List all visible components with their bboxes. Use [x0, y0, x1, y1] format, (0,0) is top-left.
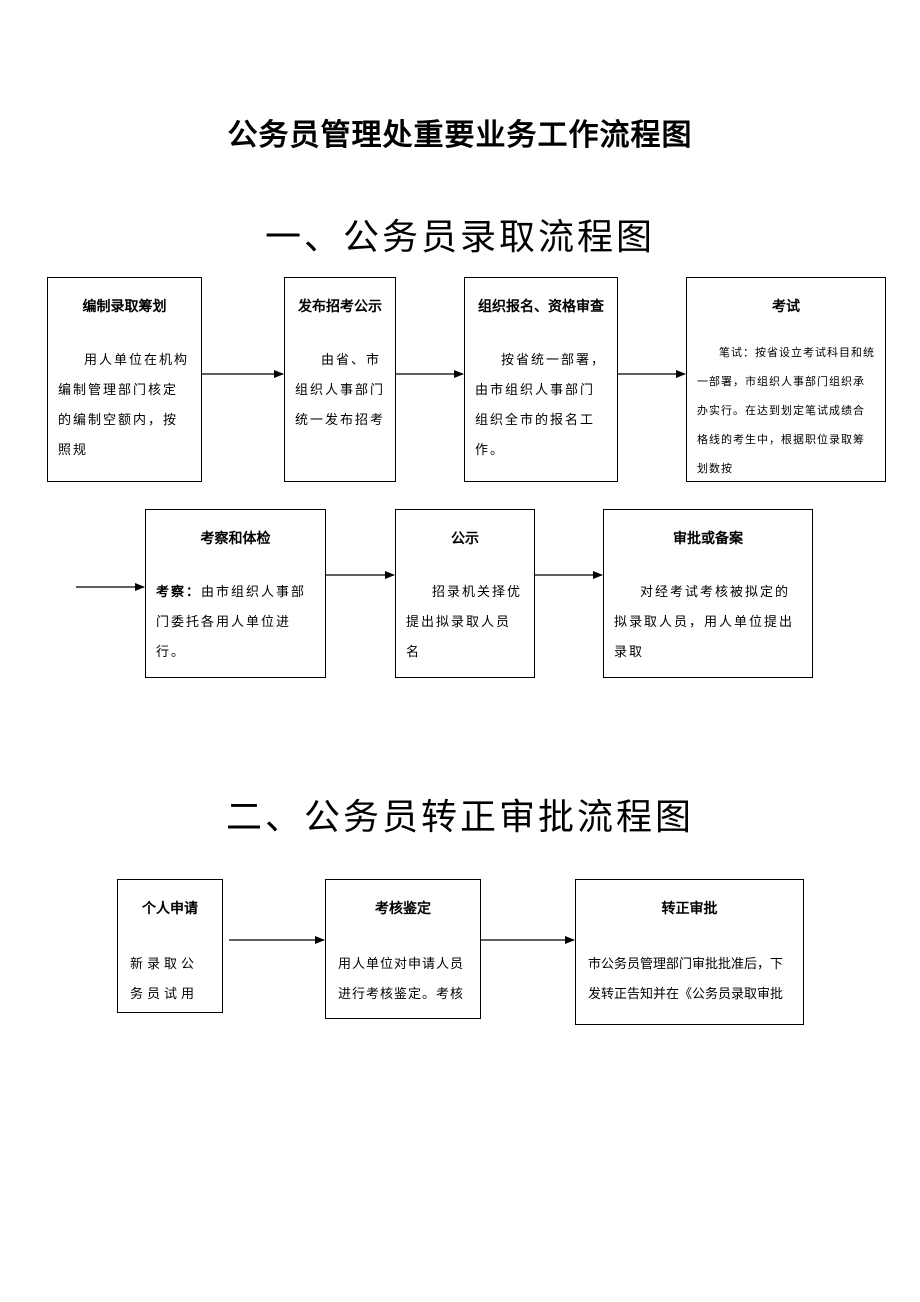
step-assessment: 考核鉴定 用人单位对申请人员进行考核鉴定。考核 — [325, 879, 481, 1019]
step-title: 考察和体检 — [200, 531, 271, 547]
step-text: 市公务员管理部门审批批准后，下发转正告知并在《公务员录取审批 — [588, 957, 784, 1002]
step-personal-application: 个人申请 新录取公务员试用期满 — [117, 879, 223, 1013]
page-title: 公务员管理处重要业务工作流程图 — [227, 118, 693, 153]
step-text: 用人单位对申请人员进行考核鉴定。考核 — [338, 957, 465, 1002]
step-regularization-approval: 转正审批 市公务员管理部门审批批准后，下发转正告知并在《公务员录取审批 — [575, 879, 804, 1025]
step-compile-plan: 编制录取筹划 用人单位在机构编制管理部门核定的编制空额内，按照规 — [47, 277, 202, 482]
step-label: 考察： — [156, 585, 202, 600]
step-title: 个人申请 — [142, 901, 198, 917]
step-title: 转正审批 — [661, 901, 718, 917]
step-publicity: 公示 招录机关择优提出拟录取人员名 — [395, 509, 535, 678]
step-text: 用人单位在机构编制管理部门核定的编制空额内，按照规 — [58, 353, 190, 458]
step-text: 由省、市组织人事部门统一发布招考 — [295, 353, 386, 428]
step-title: 考核鉴定 — [375, 901, 431, 917]
step-inspection-exam: 考察和体检 考察：由市组织人事部门委托各用人单位进行。 — [145, 509, 326, 678]
section-2-title: 二、公务员转正审批流程图 — [225, 797, 694, 838]
step-registration-review: 组织报名、资格审查 按省统一部署，由市组织人事部门组织全市的报名工作。 — [464, 277, 618, 482]
step-title: 组织报名、资格审查 — [478, 299, 604, 315]
section-1-title: 一、公务员录取流程图 — [264, 217, 655, 258]
step-text: 新录取公务员试用期满 — [130, 957, 199, 1002]
step-text: 对经考试考核被拟定的拟录取人员，用人单位提出录取 — [614, 585, 795, 660]
step-text: 考察：由市组织人事部门委托各用人单位进行。 — [156, 578, 315, 668]
step-body: 由市组织人事部门委托各用人单位进行。 — [156, 585, 307, 660]
step-title: 考试 — [772, 299, 800, 315]
step-title: 公示 — [451, 531, 479, 547]
step-approval-filing: 审批或备案 对经考试考核被拟定的拟录取人员，用人单位提出录取 — [603, 509, 813, 678]
step-publish-notice: 发布招考公示 由省、市组织人事部门统一发布招考 — [284, 277, 396, 482]
step-text: 招录机关择优提出拟录取人员名 — [406, 585, 523, 660]
step-title: 审批或备案 — [673, 531, 743, 547]
step-text: 按省统一部署，由市组织人事部门组织全市的报名工作。 — [475, 353, 607, 458]
step-text: 笔试：按省设立考试科目和统一部署，市组织人事部门组织承办实行。在达到划定笔试成绩… — [697, 346, 875, 475]
step-title: 发布招考公示 — [298, 299, 382, 315]
step-exam: 考试 笔试：按省设立考试科目和统一部署，市组织人事部门组织承办实行。在达到划定笔… — [686, 277, 886, 482]
step-title: 编制录取筹划 — [82, 299, 167, 315]
